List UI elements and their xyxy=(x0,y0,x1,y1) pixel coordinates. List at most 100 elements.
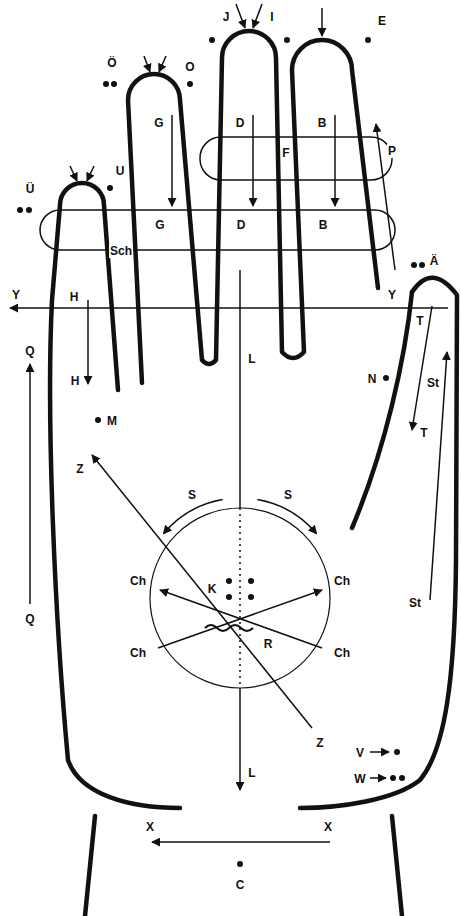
letter-label: S xyxy=(283,488,293,502)
label-holder: G xyxy=(153,113,164,131)
letter-label: E xyxy=(377,14,387,28)
label-holder: R xyxy=(263,634,274,652)
label-holder: Sch xyxy=(109,241,133,259)
letter-label: H xyxy=(70,374,81,388)
tap-dot xyxy=(248,578,254,584)
label-holder: V xyxy=(355,743,365,761)
letter-label: M xyxy=(106,414,118,428)
pointer-arrow xyxy=(370,751,389,753)
label-holder: Ch xyxy=(129,643,147,661)
label-holder: Y xyxy=(11,285,21,303)
label-holder: X xyxy=(145,817,155,835)
letter-label: T xyxy=(415,314,424,328)
label-holder: Ö xyxy=(106,53,117,71)
letter-label: R xyxy=(263,637,274,651)
tap-dot xyxy=(365,37,371,43)
letter-label: Ö xyxy=(106,56,117,70)
tap-dot xyxy=(226,578,232,584)
letter-label: Ch xyxy=(333,574,351,588)
stroke-arrow xyxy=(412,306,432,430)
label-holder: Z xyxy=(75,459,84,477)
letter-label: X xyxy=(145,820,155,834)
label-holder: U xyxy=(115,161,126,179)
letter-label: S xyxy=(187,488,197,502)
label-holder: T xyxy=(415,311,424,329)
label-holder: L xyxy=(247,349,256,367)
stroke-arrow xyxy=(10,307,448,309)
label-holder: S xyxy=(187,485,197,503)
tip-arrow xyxy=(236,4,245,28)
label-holder: C xyxy=(235,875,246,893)
label-holder: S xyxy=(283,485,293,503)
forearm-outline xyxy=(392,816,402,916)
tap-dot xyxy=(103,81,109,87)
letter-label: Q xyxy=(24,612,35,626)
letter-label: Y xyxy=(11,288,21,302)
letter-label: P xyxy=(387,144,397,158)
label-holder: T xyxy=(419,423,428,441)
letter-label: I xyxy=(269,10,274,24)
tap-dot xyxy=(390,775,396,781)
letter-label: G xyxy=(153,116,164,130)
letter-label: Y xyxy=(387,288,397,302)
label-holder: Ä xyxy=(429,251,440,269)
pointer-arrow xyxy=(370,777,386,779)
label-holder: I xyxy=(269,7,274,25)
letter-label: J xyxy=(222,10,231,24)
letter-label: K xyxy=(207,582,218,596)
letter-label: X xyxy=(323,820,333,834)
label-holder: G xyxy=(154,215,165,233)
stroke-arrow xyxy=(152,841,330,843)
label-holder: Ü xyxy=(25,179,36,197)
label-holder: St xyxy=(426,373,440,391)
label-holder: P xyxy=(387,141,397,159)
stroke-arrow xyxy=(87,300,89,384)
letter-label: St xyxy=(408,596,422,610)
label-holder: B xyxy=(317,113,328,131)
tap-dot xyxy=(226,594,232,600)
tip-arrow xyxy=(87,166,94,181)
forearm-outline xyxy=(85,816,95,916)
letter-label: Ch xyxy=(333,646,351,660)
letter-label: C xyxy=(235,878,246,892)
label-holder: St xyxy=(408,593,422,611)
wavy-line xyxy=(205,625,253,631)
stroke-arrow xyxy=(29,364,31,604)
tap-dot xyxy=(394,749,400,755)
label-holder: X xyxy=(323,817,333,835)
label-holder: Y xyxy=(387,285,397,303)
label-holder: Ch xyxy=(129,571,147,589)
tap-dot xyxy=(26,207,32,213)
letter-label: Sch xyxy=(109,244,133,258)
label-holder: Q xyxy=(24,341,35,359)
stroke-arrow xyxy=(334,115,336,206)
tap-dot xyxy=(411,262,417,268)
tip-arrow xyxy=(159,56,166,72)
tip-arrow xyxy=(144,56,150,72)
label-holder: H xyxy=(69,287,80,305)
letter-label: Ch xyxy=(129,646,147,660)
letter-label: Ch xyxy=(129,574,147,588)
letter-label: T xyxy=(419,426,428,440)
letter-label: U xyxy=(115,164,126,178)
thumb-outline xyxy=(352,292,412,528)
tap-dot xyxy=(187,81,193,87)
tap-dot xyxy=(284,37,290,43)
letter-label: D xyxy=(236,218,247,232)
label-holder: L xyxy=(247,763,256,781)
letter-label: Ä xyxy=(429,254,440,268)
stroke-arrow xyxy=(92,455,312,728)
tip-arrow xyxy=(253,4,262,28)
label-holder: K xyxy=(207,579,218,597)
label-holder: W xyxy=(353,769,366,787)
tap-dot xyxy=(399,775,405,781)
tap-dot xyxy=(95,417,101,423)
label-holder: F xyxy=(281,143,290,161)
label-holder: D xyxy=(235,113,246,131)
letter-label: B xyxy=(318,218,329,232)
label-holder: H xyxy=(70,371,81,389)
tap-dot xyxy=(209,37,215,43)
